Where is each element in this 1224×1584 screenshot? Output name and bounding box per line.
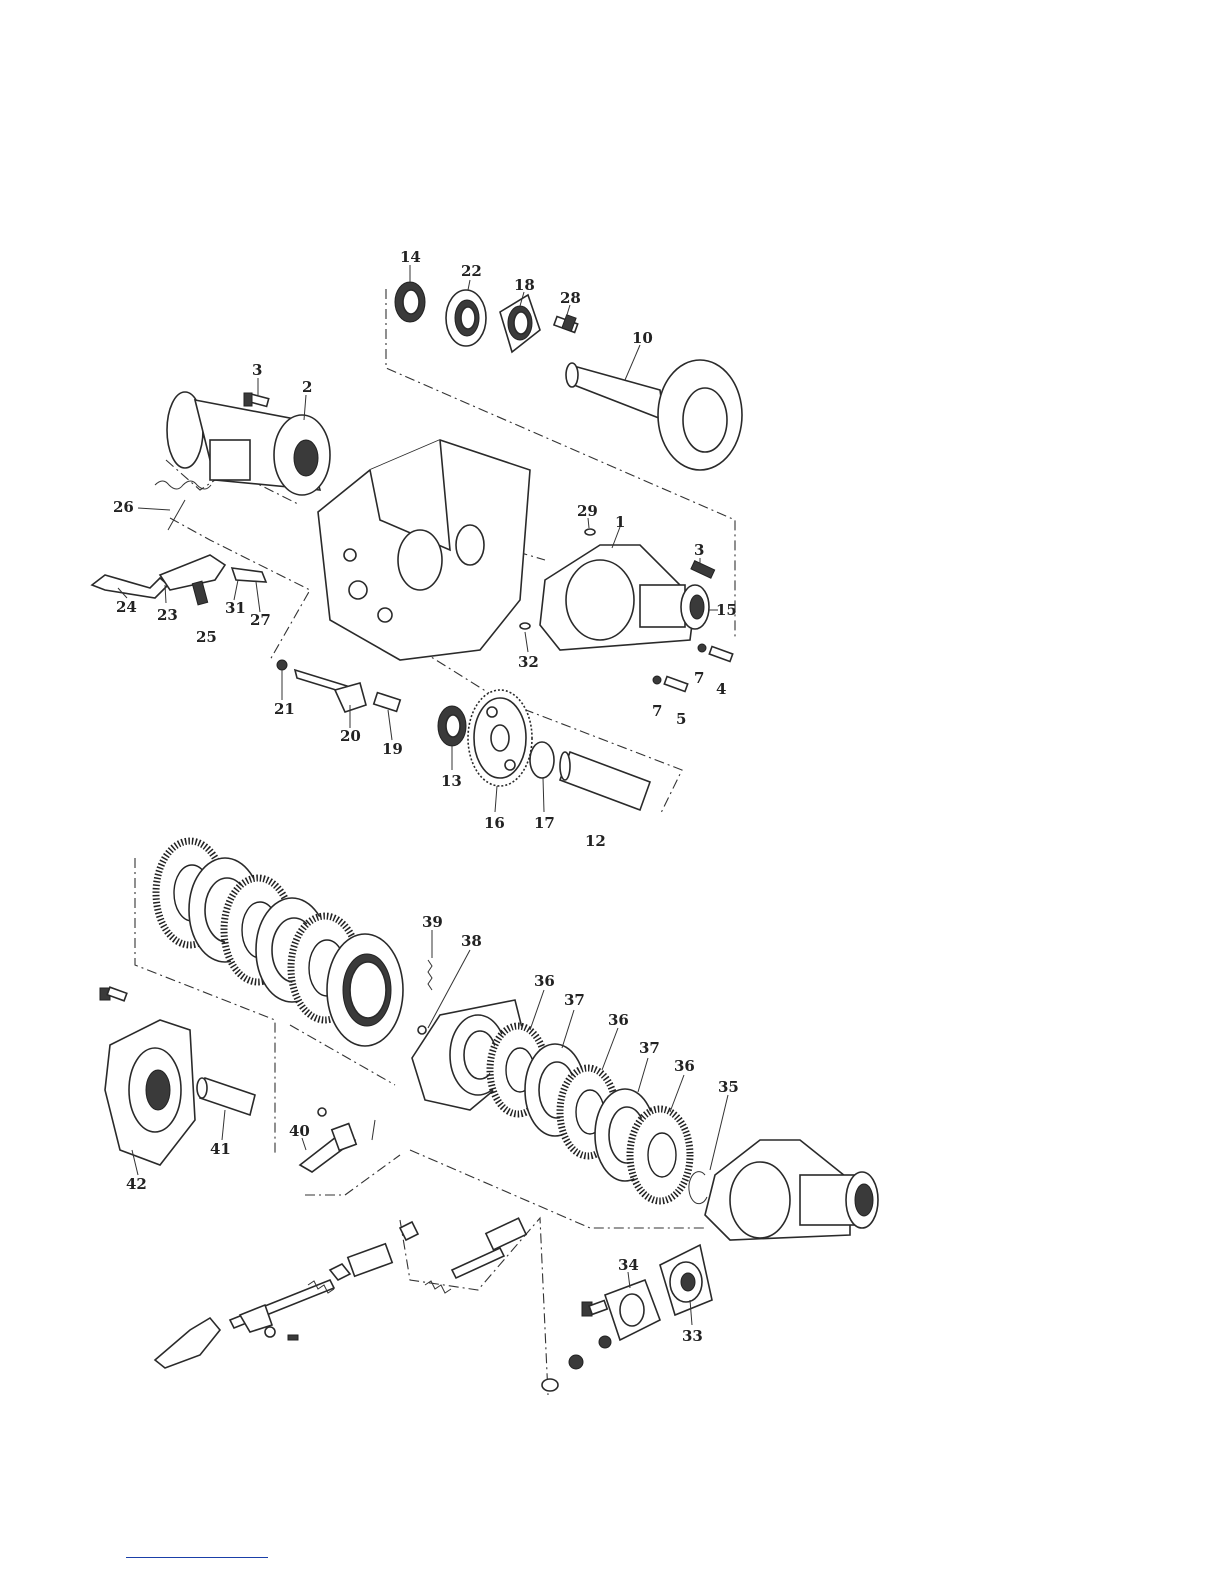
footer-rule (126, 1557, 268, 1558)
part-label: 29 (577, 502, 598, 520)
part-label: 36 (674, 1057, 695, 1075)
brake-cover (105, 1020, 255, 1165)
bolt (582, 1301, 607, 1316)
bolt (698, 644, 733, 662)
part-label: 17 (534, 814, 555, 832)
o-ring (530, 742, 554, 778)
gear (468, 690, 532, 786)
access-cover (605, 1280, 660, 1340)
assembly-guide-line (170, 518, 310, 660)
washer (542, 1379, 558, 1391)
part-label: 1 (615, 513, 625, 531)
part-label: 3 (252, 361, 262, 379)
shift-shaft (277, 660, 400, 712)
part-label: 42 (126, 1175, 147, 1193)
differential-housing (167, 392, 330, 495)
part-label: 37 (564, 991, 585, 1009)
axle-shaft (566, 345, 742, 470)
part-label: 33 (682, 1327, 703, 1345)
brake-linkage (155, 1218, 526, 1368)
bearing-cover-plate (500, 295, 540, 352)
part-label: 21 (274, 700, 295, 718)
bearing (438, 706, 466, 746)
bolt (653, 676, 688, 692)
part-label: 34 (618, 1256, 639, 1274)
part-label: 12 (585, 832, 606, 850)
part-label: 36 (534, 972, 555, 990)
access-cover (660, 1245, 712, 1315)
part-label: 15 (716, 601, 737, 619)
part-label: 19 (382, 740, 403, 758)
part-label: 3 (694, 541, 704, 559)
part-label: 41 (210, 1140, 231, 1158)
part-label: 26 (113, 498, 134, 516)
assembly-guide-line (400, 1218, 548, 1395)
part-label: 31 (225, 599, 246, 617)
bearing (446, 290, 486, 346)
sleeve (560, 752, 650, 810)
part-label: 27 (250, 611, 271, 629)
bolt (100, 987, 127, 1001)
bolt (192, 581, 207, 605)
pressure-plate (327, 934, 403, 1046)
spring (428, 960, 432, 990)
cam-lever (300, 1108, 375, 1172)
part-label: 32 (518, 653, 539, 671)
part-label: 24 (116, 598, 137, 616)
upper-assembly (92, 282, 742, 815)
part-label: 28 (560, 289, 581, 307)
part-label: 7 (652, 702, 662, 720)
part-label: 18 (514, 276, 535, 294)
oil-seal (395, 282, 425, 322)
part-label: 37 (639, 1039, 660, 1057)
part-label: 35 (718, 1078, 739, 1096)
part-label: 7 (694, 669, 704, 687)
part-label: 36 (608, 1011, 629, 1029)
part-label: 38 (461, 932, 482, 950)
part-label: 40 (289, 1122, 310, 1140)
spring (155, 481, 211, 530)
part-label: 16 (484, 814, 505, 832)
circlip (689, 1172, 707, 1204)
bolt (691, 561, 715, 578)
lower-assembly (100, 841, 878, 1395)
part-label: 5 (676, 710, 686, 728)
part-label: 14 (400, 248, 421, 266)
nut (599, 1336, 611, 1348)
part-label: 20 (340, 727, 361, 745)
friction-disc (630, 1109, 690, 1201)
brake-housing (705, 1140, 878, 1240)
part-label: 39 (422, 913, 443, 931)
part-label: 2 (302, 378, 312, 396)
bolt (244, 393, 269, 406)
nut (569, 1355, 583, 1369)
part-label: 4 (716, 680, 726, 698)
lever (92, 575, 168, 598)
part-label: 25 (196, 628, 217, 646)
lock-plate (232, 568, 266, 582)
part-label: 22 (461, 262, 482, 280)
part-label: 23 (157, 606, 178, 624)
part-label: 10 (632, 329, 653, 347)
ball (418, 1026, 426, 1034)
transmission-case (318, 440, 530, 660)
brake-housing (540, 545, 709, 650)
part-label: 13 (441, 772, 462, 790)
